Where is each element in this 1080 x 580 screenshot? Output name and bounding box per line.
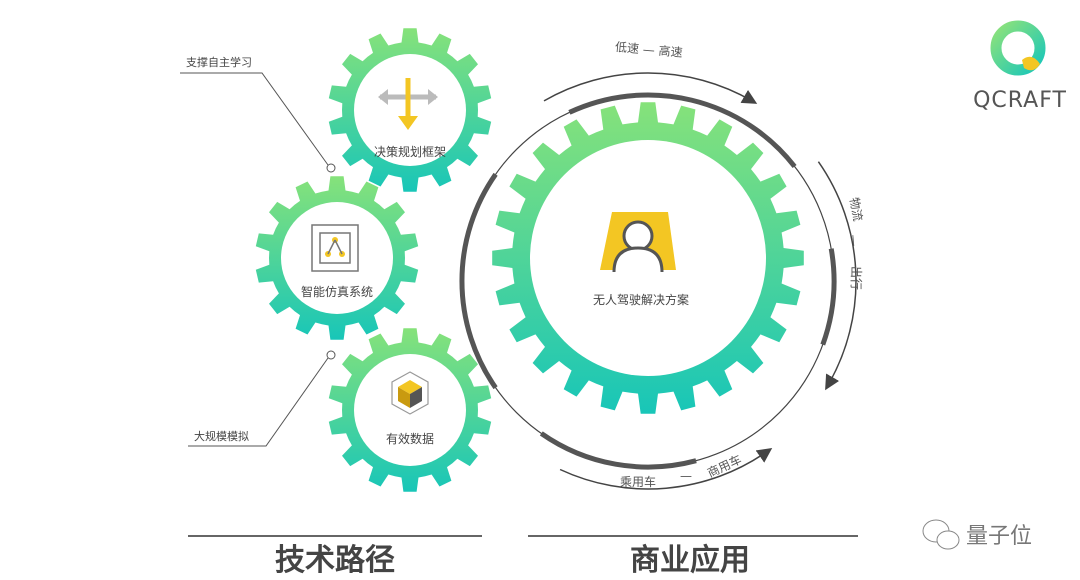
cycle-label-logistics: 物流 xyxy=(847,196,865,222)
gear-simulation xyxy=(255,176,419,340)
ring-arc-3 xyxy=(459,172,498,390)
watermark-text: 量子位 xyxy=(966,524,1032,549)
cycle-label-passenger: 乘用车 xyxy=(620,474,656,489)
cube-icon xyxy=(391,371,429,415)
arrow-speed xyxy=(543,72,758,104)
callout-bottom: 大规模模拟 xyxy=(188,350,336,447)
gear-label-decision: 决策规划框架 xyxy=(374,144,446,159)
cycle-label-mobility: 出行 xyxy=(849,266,863,290)
cycle-label-dash-bottom: — xyxy=(680,469,692,483)
arrow-vehicle xyxy=(559,447,773,490)
ring-arc-0 xyxy=(568,92,797,169)
ring-highlight-arcs xyxy=(459,92,837,470)
gear-data xyxy=(328,328,492,492)
gear-label-simulation: 智能仿真系统 xyxy=(301,284,373,299)
callout-top: 支撑自主学习 xyxy=(180,55,336,173)
arrow-logistics xyxy=(817,161,857,391)
callout-top-label: 支撑自主学习 xyxy=(186,55,252,69)
section-title-business: 商业应用 xyxy=(630,543,750,578)
cycle-arrows xyxy=(543,72,857,490)
section-title-tech: 技术路径 xyxy=(275,543,395,578)
watermark: 量子位 xyxy=(922,519,1032,550)
decision-arrows-icon xyxy=(378,78,438,130)
cycle-label-speed: 低速 — 高速 xyxy=(615,39,684,60)
logo-text: QCRAFT xyxy=(973,88,1067,113)
callout-bottom-label: 大规模模拟 xyxy=(194,429,249,443)
wechat-icon xyxy=(922,519,960,550)
driver-person-icon xyxy=(600,212,676,273)
gear-label-solution: 无人驾驶解决方案 xyxy=(593,292,689,307)
gear-label-data: 有效数据 xyxy=(386,431,434,446)
ring-arc-2 xyxy=(539,431,697,470)
ring-arc-1 xyxy=(820,248,837,346)
network-nodes-icon xyxy=(311,224,359,272)
qcraft-logo: QCRAFT xyxy=(973,20,1067,113)
cycle-label-dash-right: — xyxy=(847,234,862,247)
